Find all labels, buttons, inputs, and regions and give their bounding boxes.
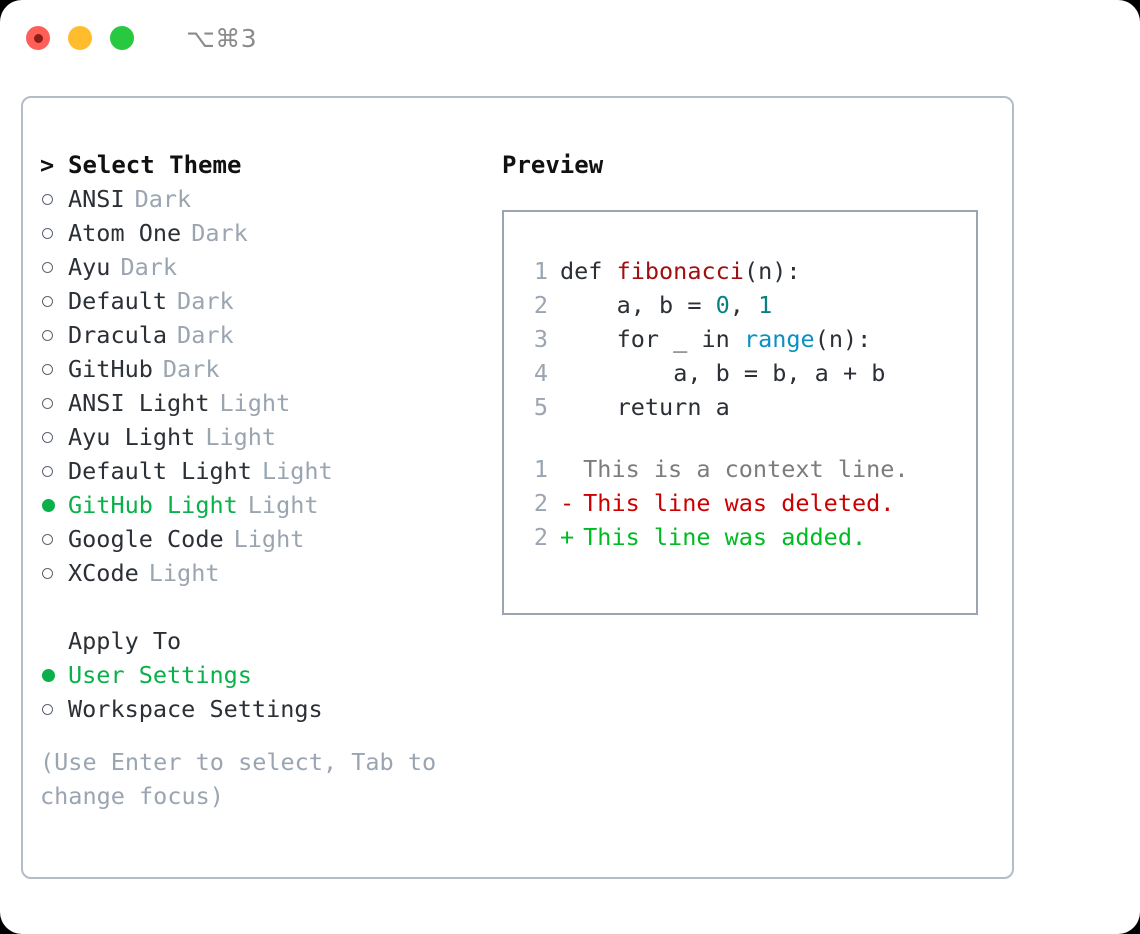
theme-tag: Light	[261, 457, 333, 485]
code-indent	[560, 393, 617, 421]
caret-icon: >	[40, 151, 55, 179]
line-number: 1	[533, 257, 548, 285]
maximize-window-button[interactable]	[110, 26, 134, 50]
theme-label: Atom One	[68, 219, 182, 247]
theme-tag: Dark	[191, 219, 248, 247]
theme-label: XCode	[68, 559, 139, 587]
close-window-button[interactable]	[26, 26, 50, 50]
code-line: 5 return a	[504, 393, 976, 427]
code-line: 4 a, b = b, a + b	[504, 359, 976, 393]
theme-tag: Dark	[134, 185, 192, 213]
code-token: return a	[616, 393, 730, 421]
preview-code-box: 1 def fibonacci (n): 2 a, b = 0 , 1	[502, 210, 978, 615]
theme-tag: Dark	[162, 355, 220, 383]
theme-label: Google Code	[68, 525, 224, 553]
theme-option-github-dark[interactable]: GitHub Dark	[40, 355, 480, 389]
theme-label: Default	[68, 287, 168, 315]
theme-tag: Light	[233, 525, 305, 553]
theme-option-dracula-dark[interactable]: Dracula Dark	[40, 321, 480, 355]
code-token: a, b = b, a + b	[673, 359, 886, 387]
theme-picker-column: > Select Theme ANSI Dark Atom One Dark A…	[40, 151, 480, 813]
theme-label: ANSI	[68, 185, 125, 213]
theme-tag: Light	[148, 559, 220, 587]
code-token-number: 1	[758, 291, 773, 319]
line-number: 4	[533, 359, 548, 387]
code-line: 1 def fibonacci (n):	[504, 257, 976, 291]
code-token: for _ in	[616, 325, 744, 353]
code-indent	[560, 291, 617, 319]
code-token: (n):	[814, 325, 872, 353]
main-panel: > Select Theme ANSI Dark Atom One Dark A…	[21, 96, 1014, 879]
theme-label: Dracula	[68, 321, 168, 349]
line-number: 3	[533, 325, 548, 353]
keyboard-shortcut-label: ⌥⌘3	[186, 23, 258, 53]
title-bar: ⌥⌘3	[0, 0, 1140, 76]
keyboard-hint-text: (Use Enter to select, Tab to change focu…	[40, 748, 437, 810]
theme-tag: Light	[219, 389, 291, 417]
theme-option-ayu-light[interactable]: Ayu Light Light	[40, 423, 480, 457]
code-token: a, b =	[616, 291, 716, 319]
diff-text: This line was added.	[583, 523, 867, 551]
theme-option-atom-one-dark[interactable]: Atom One Dark	[40, 219, 480, 253]
code-token-function: fibonacci	[616, 257, 744, 285]
select-theme-title: Select Theme	[68, 151, 242, 179]
theme-tag: Dark	[177, 287, 234, 315]
line-number: 1	[533, 455, 548, 483]
theme-label: Ayu Light	[68, 423, 196, 451]
apply-to-label: Workspace Settings	[68, 695, 323, 723]
code-line: 2 a, b = 0 , 1	[504, 291, 976, 325]
diff-text: This is a context line.	[583, 455, 909, 483]
line-number: 2	[533, 291, 548, 319]
theme-tag: Light	[205, 423, 277, 451]
apply-to-option-user-settings[interactable]: User Settings	[40, 661, 480, 695]
diff-line-added: 2 + This line was added.	[504, 523, 976, 557]
section-spacer	[40, 593, 480, 627]
code-token-number: 0	[715, 291, 730, 319]
select-theme-header: > Select Theme	[40, 151, 480, 185]
theme-option-default-light[interactable]: Default Light Light	[40, 457, 480, 491]
code-indent	[560, 325, 617, 353]
diff-sign: +	[560, 523, 575, 551]
theme-label: Default Light	[68, 457, 252, 485]
code-token-call: range	[743, 325, 815, 353]
theme-option-ansi-light[interactable]: ANSI Light Light	[40, 389, 480, 423]
apply-to-option-workspace-settings[interactable]: Workspace Settings	[40, 695, 480, 729]
theme-label: Ayu	[68, 253, 111, 281]
theme-label: ANSI Light	[68, 389, 210, 417]
theme-option-xcode-light[interactable]: XCode Light	[40, 559, 480, 593]
theme-option-ayu-dark[interactable]: Ayu Dark	[40, 253, 480, 287]
theme-tag: Dark	[177, 321, 234, 349]
code-token: def	[560, 257, 617, 285]
line-number: 5	[533, 393, 548, 421]
diff-sign: -	[560, 489, 575, 517]
theme-label: GitHub	[68, 355, 153, 383]
theme-tag: Light	[247, 491, 319, 519]
theme-option-google-code-light[interactable]: Google Code Light	[40, 525, 480, 559]
code-diff-separator	[504, 427, 976, 455]
diff-text: This line was deleted.	[583, 489, 895, 517]
diff-line-context: 1 This is a context line.	[504, 455, 976, 489]
apply-to-header: Apply To	[40, 627, 480, 661]
apply-to-label: User Settings	[68, 661, 252, 689]
code-line: 3 for _ in range (n):	[504, 325, 976, 359]
theme-tag: Dark	[120, 253, 178, 281]
code-indent	[560, 359, 673, 387]
code-token: ,	[729, 291, 759, 319]
line-number: 2	[533, 523, 548, 551]
window-controls	[26, 26, 134, 50]
theme-option-default-dark[interactable]: Default Dark	[40, 287, 480, 321]
theme-label: GitHub Light	[68, 491, 238, 519]
theme-option-github-light[interactable]: GitHub Light Light	[40, 491, 480, 525]
minimize-window-button[interactable]	[68, 26, 92, 50]
preview-column: Preview 1 def fibonacci (n): 2 a, b = 0	[502, 151, 992, 615]
line-number: 2	[533, 489, 548, 517]
diff-sign	[560, 455, 574, 483]
apply-to-title: Apply To	[68, 627, 182, 655]
diff-line-deleted: 2 - This line was deleted.	[504, 489, 976, 523]
preview-title: Preview	[502, 151, 604, 179]
theme-option-ansi-dark[interactable]: ANSI Dark	[40, 185, 480, 219]
code-token: (n):	[743, 257, 801, 285]
